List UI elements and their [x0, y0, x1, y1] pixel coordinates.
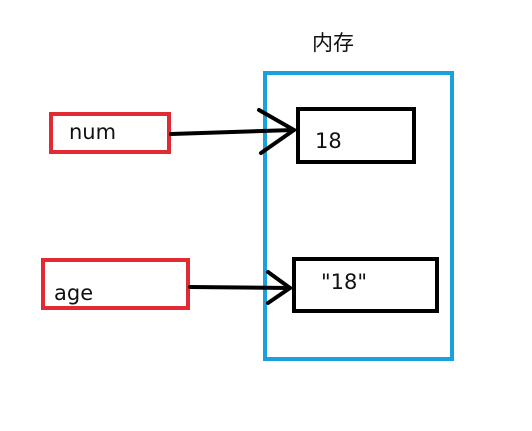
variable-box-num	[49, 112, 171, 154]
variable-name-num: num	[69, 120, 117, 144]
value-box-num	[296, 107, 416, 164]
value-age: "18"	[321, 270, 368, 294]
memory-region-box	[263, 71, 454, 361]
variable-name-age: age	[54, 281, 94, 305]
arrow-num-to-value	[169, 108, 296, 155]
arrow-age-to-value	[188, 270, 292, 305]
value-box-age	[292, 257, 439, 313]
value-num: 18	[315, 129, 342, 153]
memory-title: 内存	[312, 31, 354, 55]
variable-box-age	[41, 258, 190, 310]
